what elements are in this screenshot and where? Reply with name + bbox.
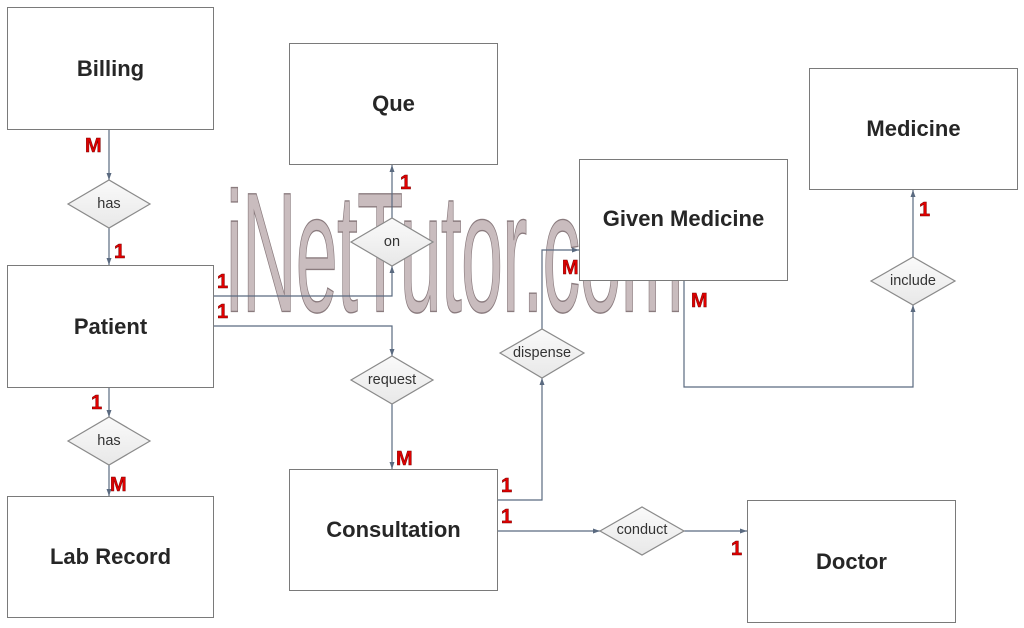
connector-patient-request bbox=[213, 325, 395, 356]
entity-label: Patient bbox=[73, 313, 148, 339]
connector-dispense-given bbox=[541, 247, 579, 329]
relationship-label: include bbox=[890, 273, 936, 289]
entity-label: Lab Record bbox=[49, 544, 172, 569]
cardinality-consultation-conduct: 1 bbox=[501, 506, 513, 528]
relationship-label: has bbox=[97, 433, 121, 449]
entity-given-medicine[interactable]: Given Medicine bbox=[579, 159, 788, 281]
diamond-include[interactable] bbox=[869, 256, 957, 306]
cardinality-doctor: 1 bbox=[731, 538, 743, 560]
diamond-lab-has[interactable] bbox=[66, 416, 152, 466]
cardinality-patient-billing: 1 bbox=[114, 241, 126, 263]
cardinality-lab-record: M bbox=[110, 474, 127, 496]
entity-medicine[interactable]: Medicine bbox=[809, 68, 1018, 190]
entity-que[interactable]: Que bbox=[289, 43, 498, 165]
entity-label: Medicine bbox=[866, 116, 961, 141]
cardinality-patient-consultation: 1 bbox=[217, 301, 229, 323]
diamond-request[interactable] bbox=[349, 355, 435, 405]
relationship-label: request bbox=[367, 372, 417, 388]
diamond-billing-has[interactable] bbox=[66, 179, 152, 229]
cardinality-consultation-dispense: 1 bbox=[501, 475, 513, 497]
entity-label: Consultation bbox=[326, 517, 461, 542]
cardinality-consultation-request: M bbox=[396, 448, 413, 470]
relationship-label: has bbox=[97, 196, 121, 212]
cardinality-patient-lab: 1 bbox=[91, 392, 103, 414]
entity-consultation[interactable]: Consultation bbox=[289, 469, 498, 591]
cardinality-patient-que: 1 bbox=[217, 271, 229, 293]
relationship-label: dispense bbox=[512, 345, 572, 361]
entity-label: Doctor bbox=[816, 548, 887, 574]
diamond-on[interactable] bbox=[349, 217, 435, 267]
entity-doctor[interactable]: Doctor bbox=[747, 500, 956, 623]
cardinality-que: 1 bbox=[400, 172, 412, 194]
relationship-label: conduct bbox=[616, 522, 668, 538]
cardinality-given-dispense: M bbox=[562, 257, 579, 279]
entity-label: Billing bbox=[76, 55, 145, 81]
entity-lab-record[interactable]: Lab Record bbox=[7, 496, 214, 618]
entity-patient[interactable]: Patient bbox=[7, 265, 214, 388]
connector-given-include bbox=[683, 280, 916, 388]
cardinality-given-include: M bbox=[691, 290, 708, 312]
connector-patient-on bbox=[213, 266, 395, 297]
connector-consultation-dispense bbox=[497, 378, 545, 501]
cardinality-billing: M bbox=[85, 135, 102, 157]
relationship-label: on bbox=[383, 234, 401, 250]
entity-label: Given Medicine bbox=[602, 206, 765, 231]
diamond-conduct[interactable] bbox=[598, 506, 686, 556]
entity-label: Que bbox=[372, 91, 415, 116]
cardinality-medicine: 1 bbox=[919, 199, 931, 221]
diamond-dispense[interactable] bbox=[498, 328, 586, 379]
entity-billing[interactable]: Billing bbox=[7, 7, 214, 130]
